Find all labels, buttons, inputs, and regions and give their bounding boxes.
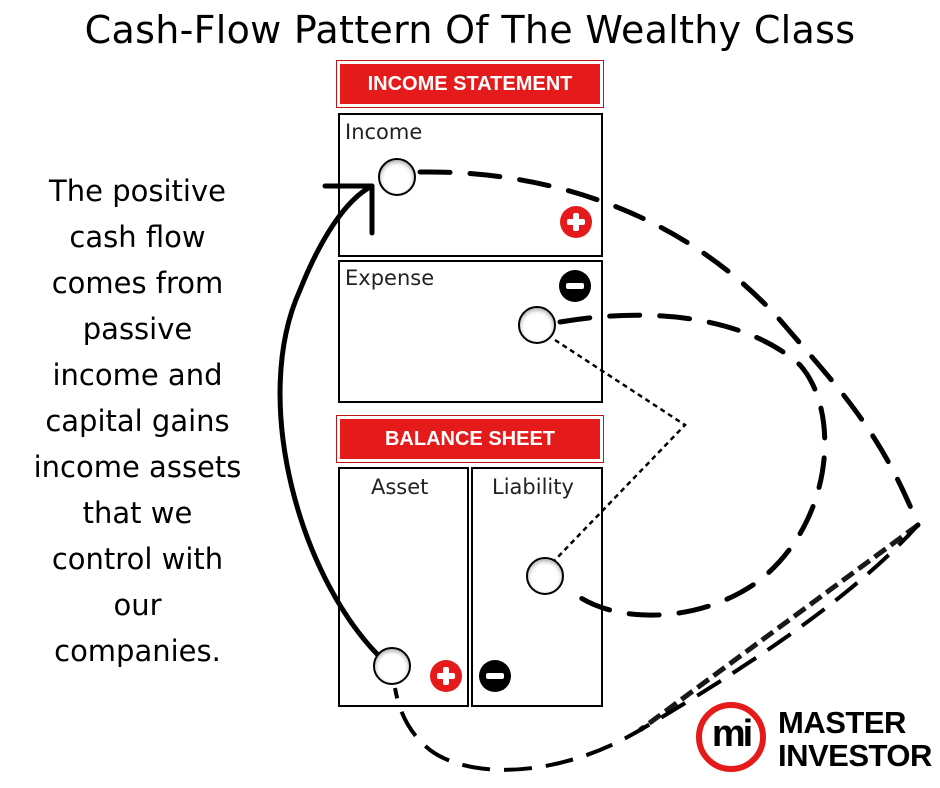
outer-return-dense bbox=[638, 522, 920, 733]
diagram-title: Cash-Flow Pattern Of The Wealthy Class bbox=[84, 8, 856, 52]
liability-circle bbox=[526, 557, 564, 595]
asset-to-income-arrow bbox=[277, 183, 386, 663]
logo-mark: mi bbox=[711, 713, 753, 755]
expense-liability-dotted bbox=[554, 338, 687, 561]
asset-circle bbox=[373, 647, 411, 685]
balance-sheet-header: BALANCE SHEET bbox=[340, 419, 600, 459]
logo-line-2: INVESTOR bbox=[778, 738, 932, 773]
income-dashed-loop bbox=[417, 169, 921, 528]
expense-circle bbox=[518, 306, 556, 344]
income-circle bbox=[378, 158, 416, 196]
arrow-head bbox=[322, 183, 375, 236]
liability-label: Liability bbox=[492, 475, 574, 499]
asset-plus-icon bbox=[430, 660, 462, 692]
master-investor-logo: mi MASTER INVESTOR bbox=[696, 700, 932, 778]
expense-box: Expense bbox=[338, 260, 603, 403]
expense-minus-icon bbox=[559, 270, 591, 302]
logo-ring bbox=[696, 702, 766, 772]
asset-label: Asset bbox=[371, 475, 429, 499]
income-plus-icon bbox=[560, 206, 592, 238]
logo-wordmark: MASTER INVESTOR bbox=[778, 706, 932, 772]
description-text: The positive cash flow comes from passiv… bbox=[33, 174, 242, 668]
liability-minus-icon bbox=[479, 660, 511, 692]
outer-return-dashed bbox=[393, 523, 920, 772]
expense-label: Expense bbox=[345, 266, 435, 290]
income-label: Income bbox=[345, 120, 423, 144]
income-statement-header: INCOME STATEMENT bbox=[340, 64, 600, 104]
expense-dashed-loop bbox=[557, 312, 828, 618]
logo-line-1: MASTER bbox=[778, 705, 906, 740]
